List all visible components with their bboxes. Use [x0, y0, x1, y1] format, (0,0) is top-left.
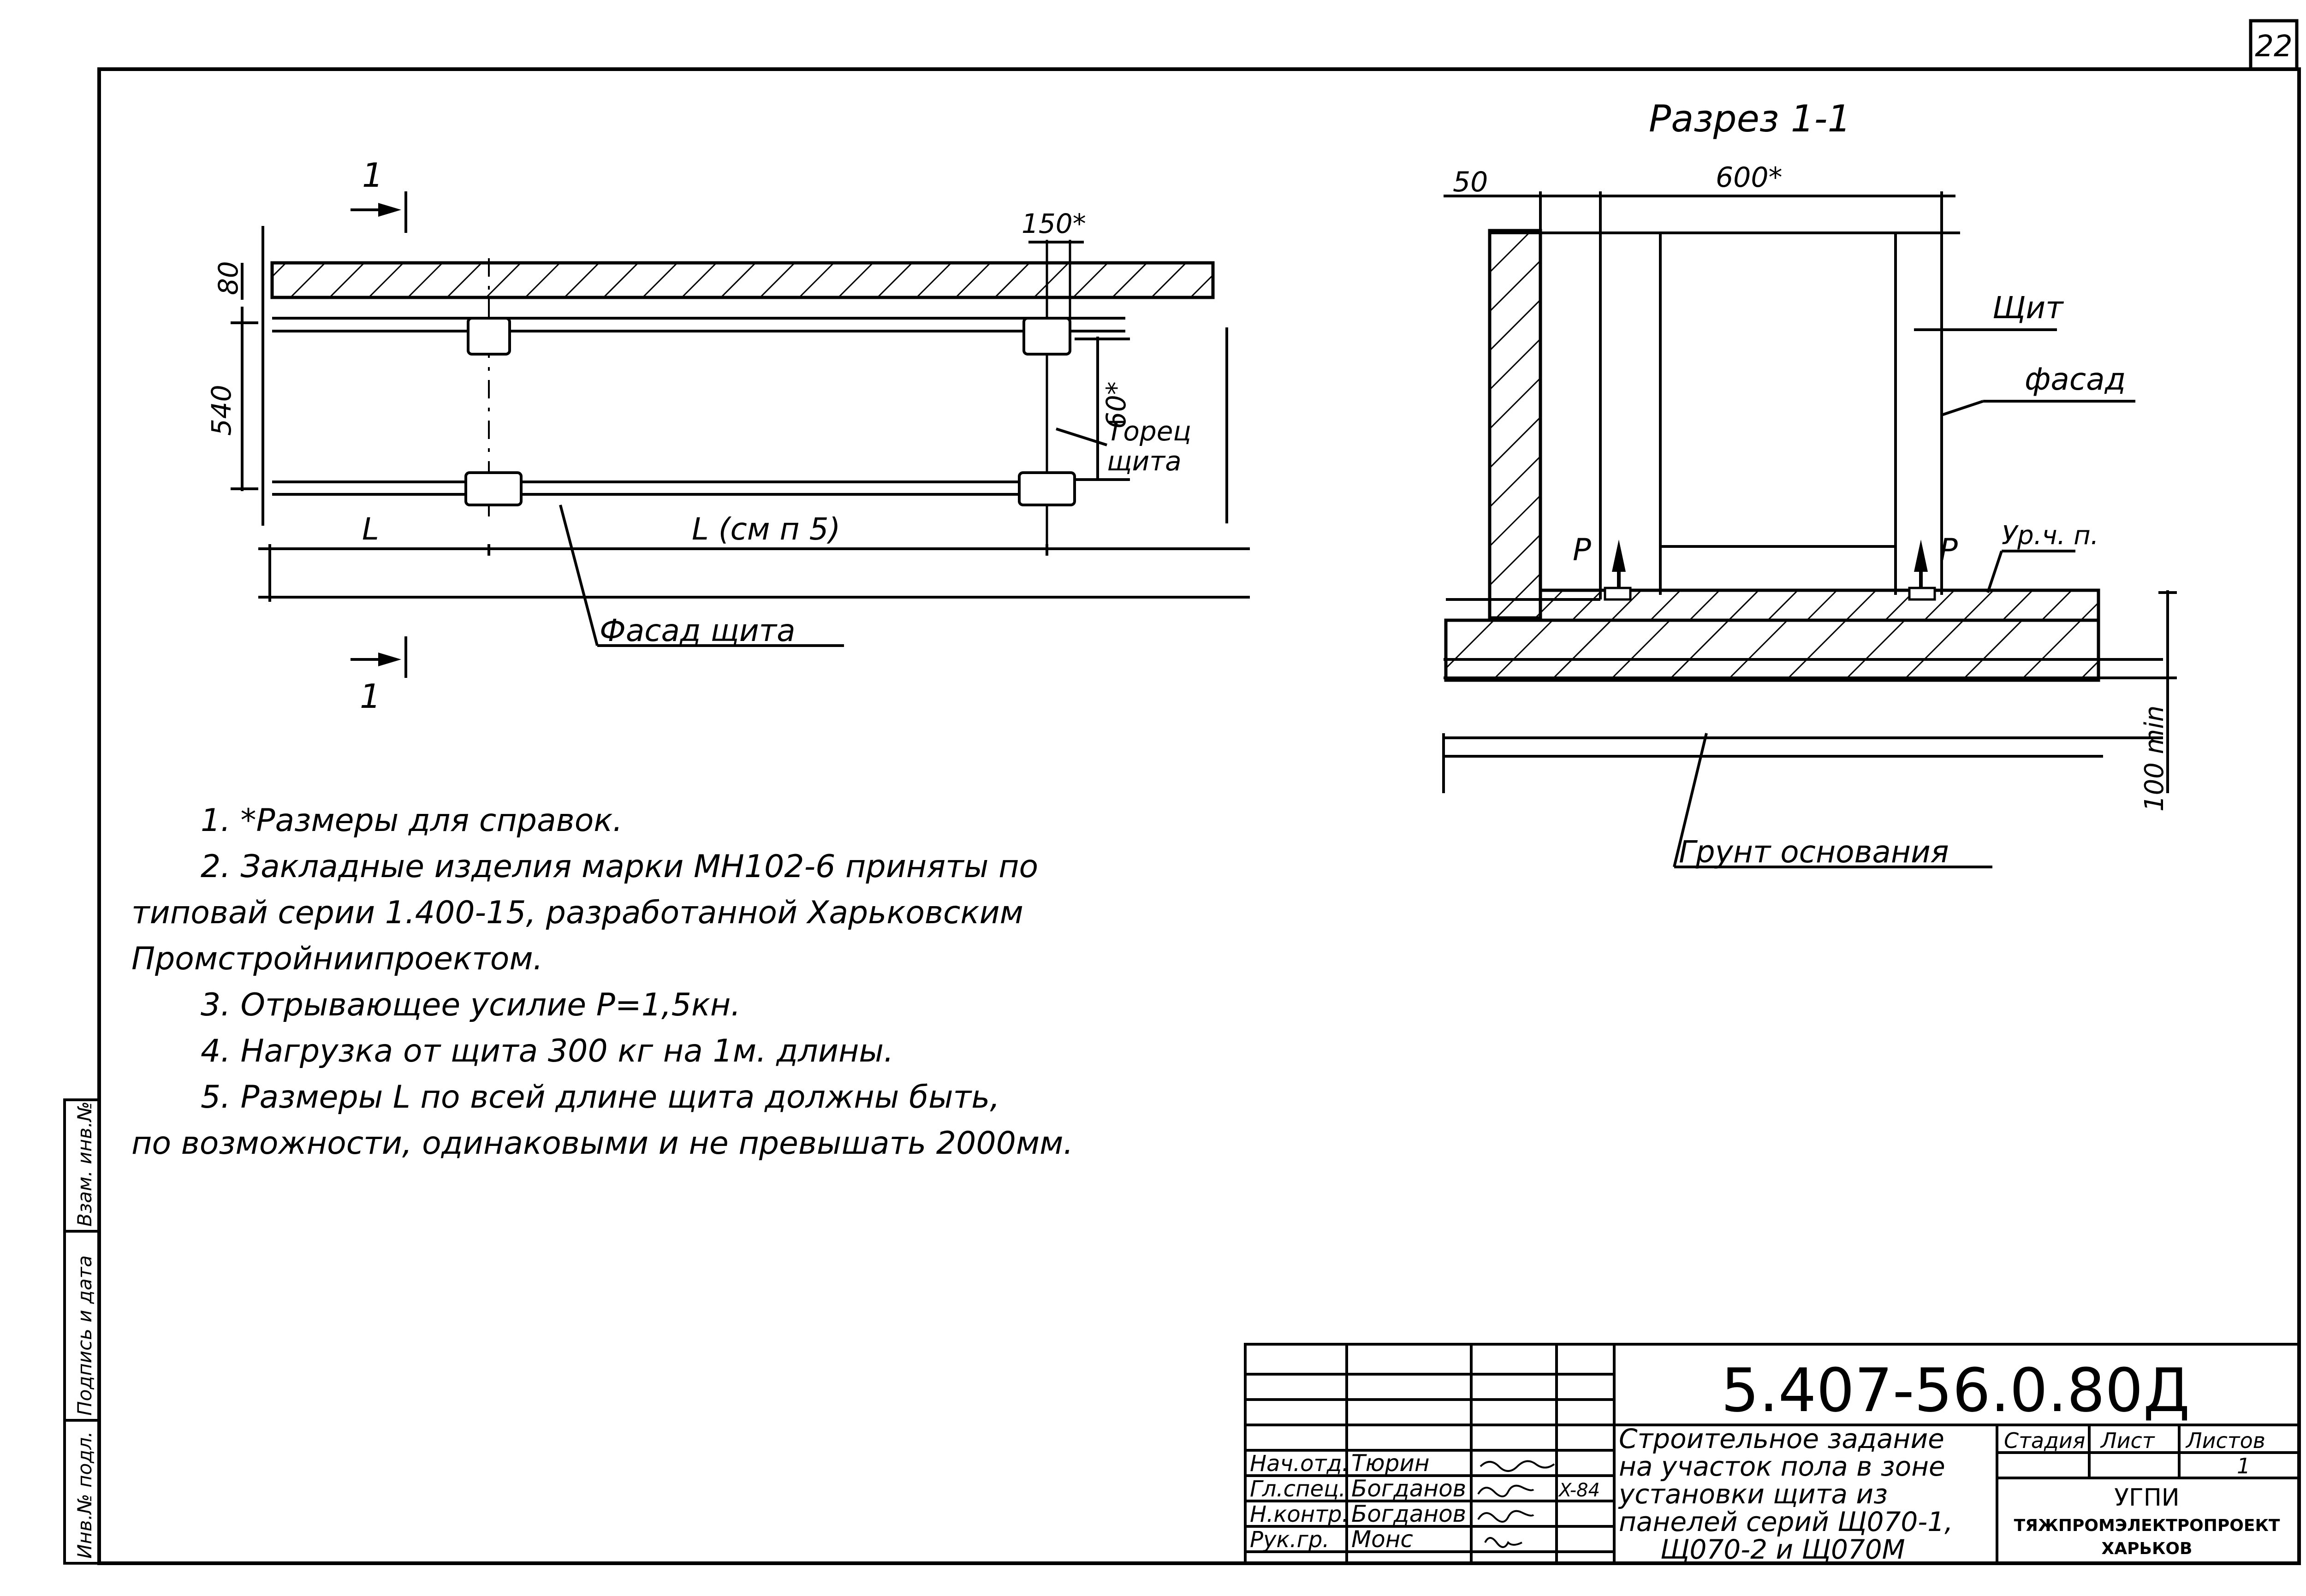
torets-label-1: Торец — [1107, 415, 1191, 447]
embedded-plate — [467, 317, 511, 356]
description-line: установки щита из — [1618, 1478, 1888, 1510]
sign-date: X-84 — [1558, 1480, 1600, 1501]
dim-anchor-offset: 60* — [1100, 381, 1132, 429]
section-view: Разрез 1-1 50 600* Щит фасад P P Ур.ч. п… — [1442, 97, 2177, 870]
ground-label: Грунт основания — [1679, 834, 1949, 870]
role-gl-spec: Гл.спец. — [1250, 1476, 1346, 1502]
role-n-kontr: Н.контр. — [1250, 1501, 1349, 1527]
torets-label-2: щита — [1107, 445, 1182, 477]
embedded-plate — [1018, 471, 1076, 506]
plan-view: 1 1 80 540 150* 60* Торец щита L L (см п… — [206, 156, 1250, 716]
floor-topping-hatched — [1539, 588, 2100, 622]
force-label-left: P — [1573, 532, 1591, 568]
sheets-header: Листов — [2185, 1428, 2265, 1453]
note-2: 2. Закладные изделия марки МН102-6 приня… — [201, 848, 1039, 885]
page-number: 22 — [2255, 30, 2292, 64]
signature — [1477, 1484, 1534, 1497]
dim-L: L — [362, 511, 379, 547]
dim-anchor-width: 150* — [1022, 208, 1086, 239]
description-line: Строительное задание — [1619, 1423, 1944, 1454]
note-5: 5. Размеры L по всей длине щита должны б… — [201, 1079, 1000, 1115]
embedded-plate — [1022, 317, 1071, 356]
description-line: панелей серий Щ070-1, — [1619, 1506, 1953, 1537]
anchor-right — [1908, 587, 1936, 601]
title-block — [1244, 1343, 2300, 1565]
name-1: Тюрин — [1351, 1450, 1430, 1477]
dim-L-ref: L (см п 5) — [692, 511, 840, 547]
dim-min-thickness: 100 min — [2140, 706, 2169, 812]
facade-label: фасад — [2025, 362, 2126, 397]
name-3: Богданов — [1351, 1501, 1466, 1527]
cut-mark-top: 1 — [362, 156, 383, 195]
stamp-signature-date: Подпись и дата — [73, 1255, 96, 1416]
role-ruk-gr: Рук.гр. — [1250, 1527, 1330, 1553]
name-4: Монс — [1351, 1526, 1413, 1553]
force-label-right: P — [1939, 532, 1958, 568]
note-3: 3. Отрывающее усилие Р=1,5кн. — [201, 987, 741, 1023]
page-frame — [97, 19, 2301, 1565]
org-line-1: УГПИ — [2114, 1484, 2179, 1512]
dim-shield-width: 600* — [1716, 161, 1783, 194]
section-title: Разрез 1-1 — [1649, 97, 1851, 140]
note-2-cont: Промстройниипроектом. — [131, 941, 543, 977]
floor-slab-hatched — [1444, 618, 2100, 682]
description-line: на участок пола в зоне — [1619, 1451, 1945, 1482]
signature — [1484, 1537, 1522, 1548]
document-code: 5.407-56.0.80Д — [1721, 1355, 2190, 1425]
name-2: Богданов — [1351, 1475, 1466, 1502]
title-description: Строительное задание на участок пола в з… — [1618, 1423, 1953, 1565]
dim-shield-height: 540 — [206, 385, 237, 436]
note-4: 4. Нагрузка от щита 300 кг на 1м. длины. — [201, 1033, 894, 1069]
sheets-count: 1 — [2237, 1454, 2250, 1478]
title-roles: Нач.отд. Гл.спец. Н.контр. Рук.гр. Тюрин… — [1250, 1450, 1600, 1553]
org-line-2: ТЯЖПРОМЭЛЕКТРОПРОЕКТ — [2014, 1516, 2280, 1535]
cut-arrow — [378, 203, 401, 217]
floor-level-label: Ур.ч. п. — [2002, 521, 2099, 551]
org-line-3: ХАРЬКОВ — [2102, 1539, 2193, 1558]
side-stamp — [63, 1098, 101, 1565]
general-notes: 1. *Размеры для справок. 2. Закладные из… — [131, 798, 1238, 1167]
signature — [1477, 1510, 1534, 1523]
signatures — [1477, 1460, 1555, 1548]
note-1: 1. *Размеры для справок. — [201, 802, 623, 839]
shield-label: Щит — [1992, 290, 2064, 326]
slab-hatched — [270, 261, 1215, 299]
dim-wall-offset: 50 — [1453, 166, 1488, 198]
force-arrow-left — [1612, 540, 1626, 572]
cut-mark-bottom: 1 — [360, 677, 381, 716]
stamp-inv-podl: Инв.№ подл. — [73, 1431, 96, 1559]
description-line: Щ070-2 и Щ070М — [1660, 1534, 1905, 1565]
stage-header: Стадия — [2004, 1428, 2085, 1453]
embedded-plate — [464, 471, 523, 506]
dim-slab-thickness: 80 — [213, 261, 244, 295]
sheet-header: Лист — [2100, 1428, 2155, 1453]
anchor-left — [1604, 587, 1632, 601]
facade-shield-label: Фасад щита — [600, 613, 796, 648]
wall-hatched — [1488, 229, 1542, 620]
role-nach-otd: Нач.отд. — [1250, 1451, 1349, 1477]
force-arrow-right — [1914, 540, 1928, 572]
note-2-cont: типовай серии 1.400-15, разработанной Ха… — [131, 895, 1023, 931]
cut-arrow — [378, 653, 401, 666]
signature — [1480, 1460, 1555, 1472]
note-5-cont: по возможности, одинаковыми и не превыша… — [131, 1125, 1074, 1162]
stamp-vzam-inv: Взам. инв.№ — [73, 1101, 96, 1227]
